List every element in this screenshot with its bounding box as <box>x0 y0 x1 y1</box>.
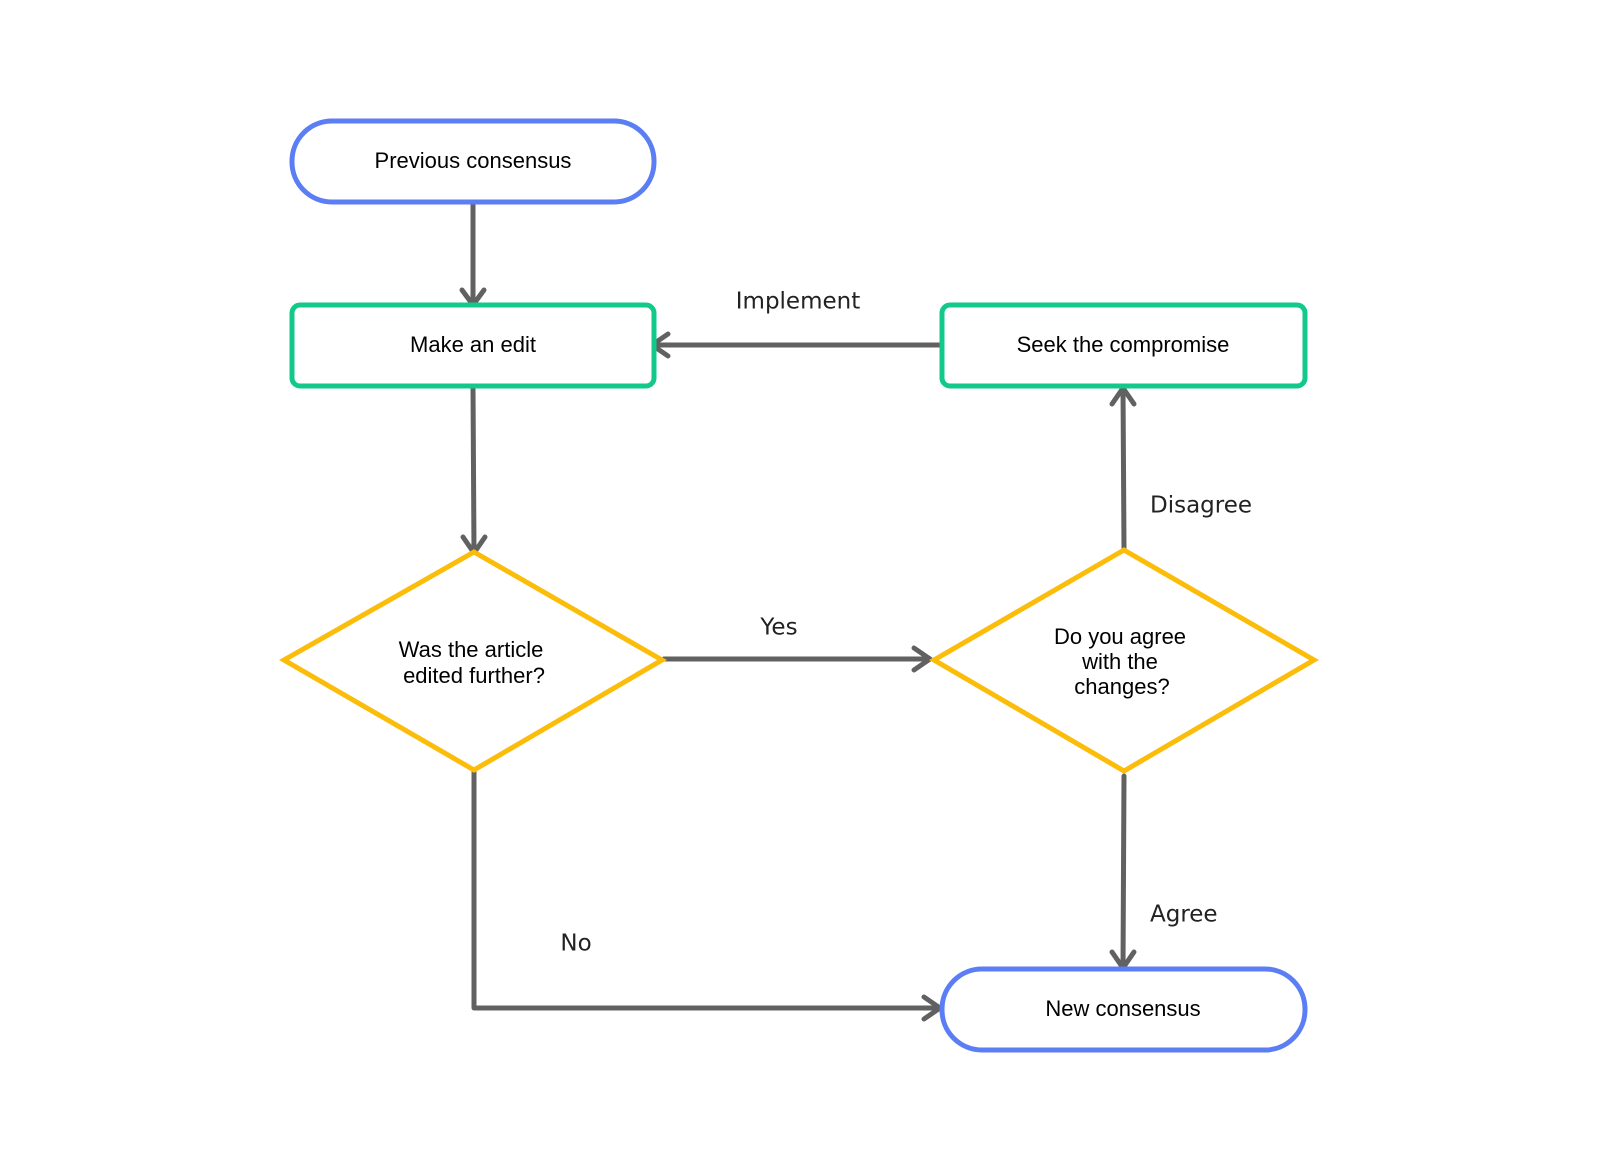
connector-decision-yes <box>661 645 933 673</box>
node-seek-compromise-label: Seek the compromise <box>1017 332 1230 357</box>
node-agree-changes-decision: Do you agree with the changes? <box>929 547 1319 774</box>
connector-disagree-to-compromise <box>1109 385 1137 552</box>
node-previous-consensus: Previous consensus <box>289 118 657 205</box>
edge-label-yes: Yes <box>759 615 797 641</box>
edge-label-agree: Agree <box>1150 902 1218 928</box>
connector-decision-no <box>471 767 943 1022</box>
node-make-edit: Make an edit <box>289 302 657 389</box>
connector-previous-to-edit <box>459 200 487 308</box>
node-new-consensus: New consensus <box>939 966 1308 1053</box>
edge-label-implement: Implement <box>736 289 860 315</box>
connector-agree-to-new-consensus <box>1109 773 1137 971</box>
node-edited-further-decision: Was the article edited further? <box>278 549 667 773</box>
node-make-edit-label: Make an edit <box>410 332 536 357</box>
node-seek-compromise: Seek the compromise <box>939 302 1308 389</box>
node-agree-changes-label-line-1: Do you agree <box>1054 624 1186 649</box>
node-edited-further-label-line-1: Was the article <box>399 637 544 662</box>
connector-implement-to-edit <box>649 331 943 359</box>
connector-edit-to-decision <box>460 384 488 556</box>
edge-label-disagree: Disagree <box>1150 493 1252 519</box>
node-agree-changes-label-line-2: with the <box>1081 649 1158 674</box>
node-agree-changes-label-line-3: changes? <box>1074 674 1169 699</box>
node-edited-further-label-line-2: edited further? <box>403 663 545 688</box>
node-previous-consensus-label: Previous consensus <box>375 148 572 173</box>
node-new-consensus-label: New consensus <box>1045 996 1200 1021</box>
edge-label-no: No <box>560 931 591 957</box>
